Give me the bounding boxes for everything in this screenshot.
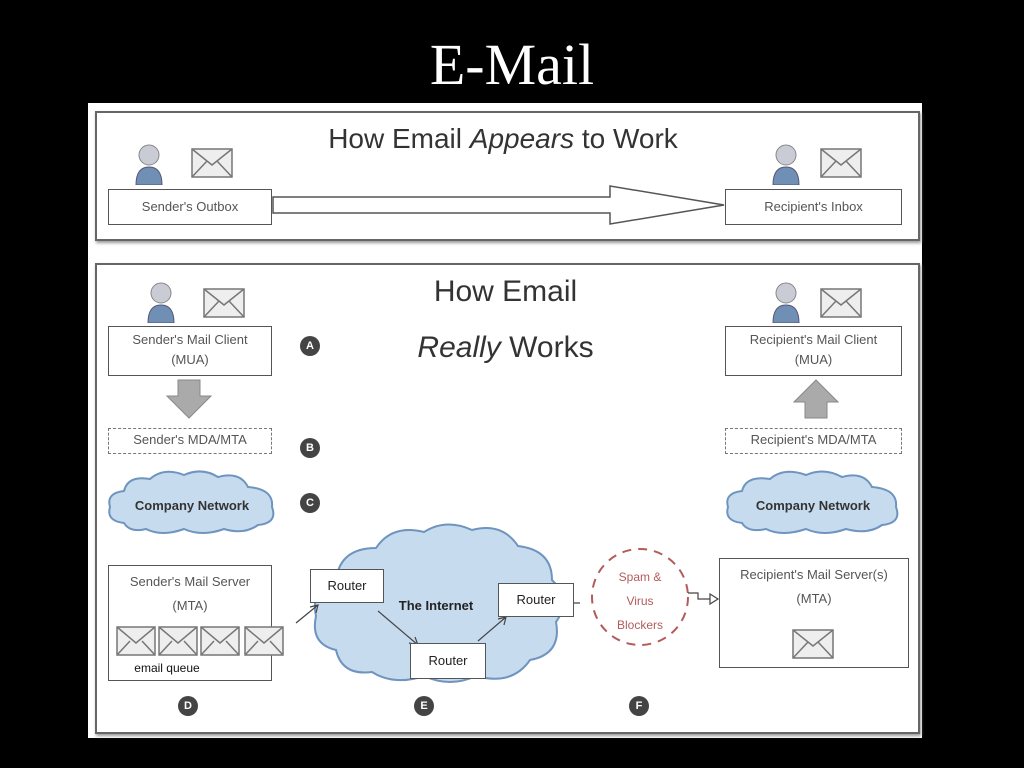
direct-flow-arrow [272,185,725,225]
badge-a: A [300,336,320,356]
senders-outbox-box: Sender's Outbox [108,189,272,225]
sender-person-icon [135,144,163,185]
spam-label-line3: Blockers [617,618,663,632]
email-flow-diagram: How Email Appears to Work Sender's Outbo… [88,103,922,738]
badge-e: E [414,696,434,716]
spam-label-line1: Spam & [619,570,662,584]
badge-d: D [178,696,198,716]
badge-c: C [300,493,320,513]
envelope-icon [191,148,233,178]
sender-person-icon [147,282,175,323]
envelope-icon [820,288,862,318]
internet-label: The Internet [399,598,474,613]
company-network-label-right: Company Network [756,498,871,513]
recipient-mda-mta-box: Recipient's MDA/MTA [725,428,902,454]
sender-mail-server-box: Sender's Mail Server (MTA) [108,565,272,681]
sender-mail-client-box: Sender's Mail Client (MUA) [108,326,272,376]
spam-virus-blockers: Spam & Virus Blockers [591,548,689,646]
company-network-cloud-left: Company Network [108,470,275,534]
company-network-cloud-right: Company Network [726,470,899,534]
router-box-3: Router [498,583,574,617]
sender-mda-mta-box: Sender's MDA/MTA [108,428,272,454]
spam-label-line2: Virus [626,594,653,608]
recipient-mail-client-box: Recipient's Mail Client (MUA) [725,326,902,376]
recipient-person-icon [772,282,800,323]
envelope-icon [203,288,245,318]
really-panel-title-line2: Really Works [417,331,594,364]
badge-f: F [629,696,649,716]
envelope-icon [820,148,862,178]
down-arrow-icon [166,379,212,419]
router-box-1: Router [310,569,384,603]
email-queue-envelopes [116,626,284,656]
router-box-2: Router [410,643,486,679]
badge-b: B [300,438,320,458]
really-panel-title-line1: How Email [433,275,578,308]
recipient-mail-server-box: Recipient's Mail Server(s) (MTA) [719,558,909,668]
up-arrow-icon [793,379,839,419]
slide-title: E-Mail [429,32,595,97]
appears-panel-title: How Email Appears to Work [328,123,678,154]
email-queue-label: email queue [134,661,200,675]
envelope-icon [792,629,834,659]
to-recipient-server-arrow [688,592,720,606]
recipients-inbox-box: Recipient's Inbox [725,189,902,225]
company-network-label-left: Company Network [135,498,250,513]
recipient-person-icon [772,144,800,185]
